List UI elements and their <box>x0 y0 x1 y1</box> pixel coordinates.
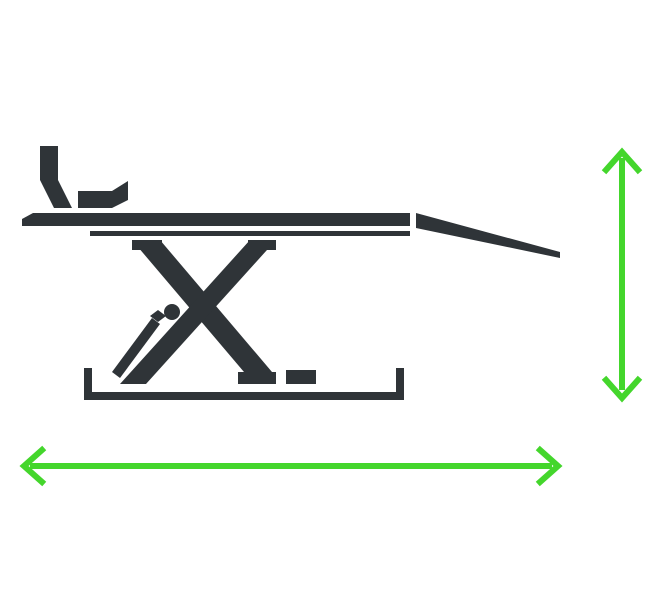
hydraulic-cylinder-end <box>150 310 166 322</box>
scissor-bottom-shoe-right <box>286 370 316 384</box>
rear-ramp <box>416 213 560 258</box>
width-arrow-head-right <box>535 445 563 487</box>
double-arrow-vertical-icon <box>601 147 643 403</box>
scissor-mechanism <box>112 240 316 384</box>
width-arrow-head-left <box>19 445 47 487</box>
hydraulic-cylinder <box>112 318 160 378</box>
platform-rail <box>90 231 410 236</box>
scissor-bottom-shoe-left <box>238 372 276 384</box>
lift-platform <box>22 213 410 226</box>
wheel-clamp-upright <box>40 146 72 208</box>
wheel-clamp-jaw <box>78 181 128 208</box>
wheel-clamp <box>40 146 128 208</box>
scissor-arm-b <box>120 240 276 384</box>
height-arrow-head-top <box>601 147 643 175</box>
height-arrow-head-bottom <box>601 375 643 403</box>
double-arrow-horizontal-icon <box>19 445 563 487</box>
cylinder-pivot <box>164 304 180 320</box>
scissor-lift-icon <box>22 146 560 400</box>
base-frame <box>84 368 404 400</box>
